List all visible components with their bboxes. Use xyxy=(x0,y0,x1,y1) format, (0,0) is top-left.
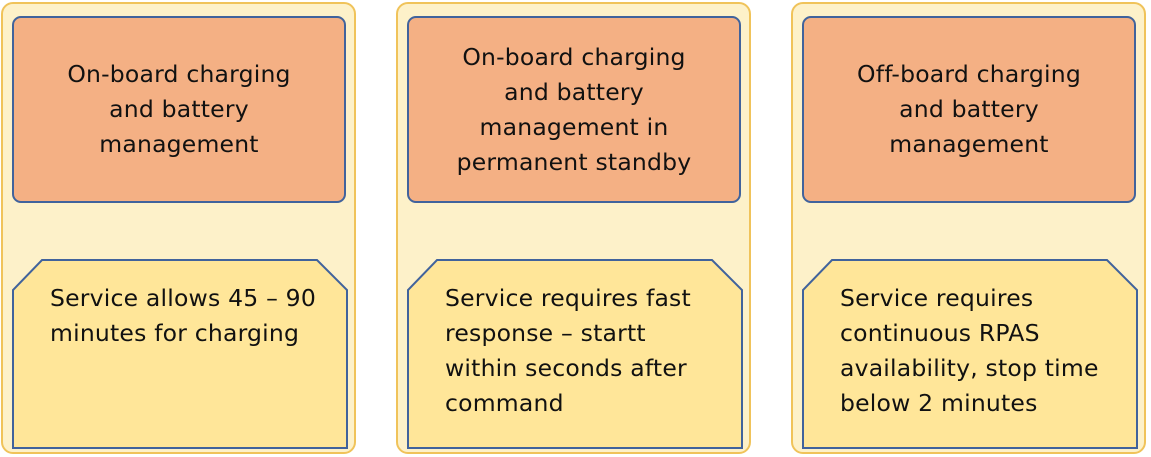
charging-mode-text-2: On-board charging and battery management… xyxy=(456,42,692,176)
scenario-panel-3: Off-board charging and battery managemen… xyxy=(791,2,1146,454)
snip-corner-shape-2 xyxy=(407,259,743,449)
charging-mode-box-1: On-board charging and battery management xyxy=(12,16,346,203)
service-requirement-text-1: Service allows 45 – 90 minutes for charg… xyxy=(50,284,316,347)
snip-corner-shape-3 xyxy=(802,259,1138,449)
scenario-panel-2: On-board charging and battery management… xyxy=(396,2,751,454)
charging-mode-text-1: On-board charging and battery management xyxy=(67,60,291,158)
service-requirement-box-1: Service allows 45 – 90 minutes for charg… xyxy=(12,259,348,449)
charging-mode-text-3: Off-board charging and battery managemen… xyxy=(857,60,1081,158)
charging-mode-box-2: On-board charging and battery management… xyxy=(407,16,741,203)
service-requirement-box-3: Service requires continuous RPAS availab… xyxy=(802,259,1138,449)
service-requirement-box-2: Service requires fast response – startt … xyxy=(407,259,743,449)
service-requirement-text-3: Service requires continuous RPAS availab… xyxy=(840,284,1099,417)
scenario-panel-1: On-board charging and battery management… xyxy=(1,2,356,454)
charging-mode-box-3: Off-board charging and battery managemen… xyxy=(802,16,1136,203)
snip-corner-shape-1 xyxy=(12,259,348,449)
service-requirement-text-2: Service requires fast response – startt … xyxy=(445,284,691,417)
